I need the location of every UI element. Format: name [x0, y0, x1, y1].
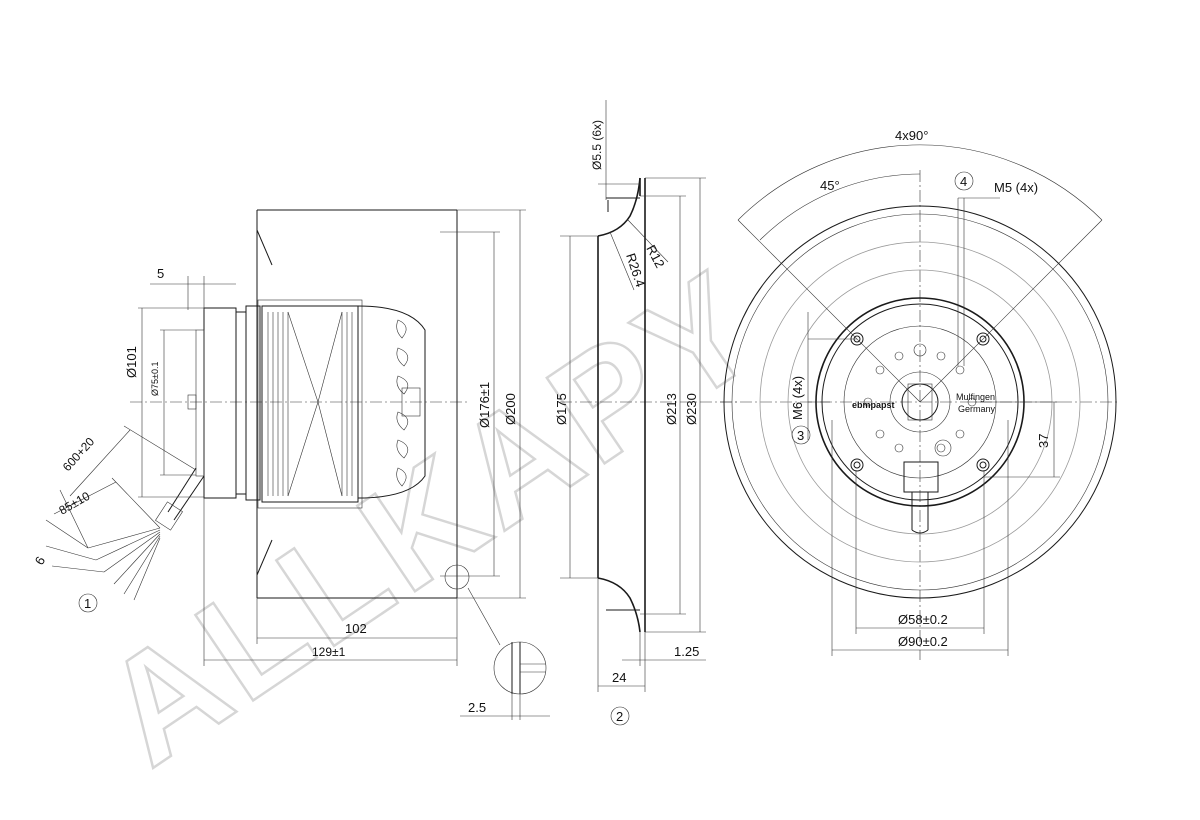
watermark: ALLKAPY	[73, 236, 791, 797]
dim-d90: Ø90±0.2	[898, 634, 948, 649]
label-location: Mulfingen	[956, 392, 995, 402]
dim-d213: Ø213	[664, 393, 679, 425]
label-country: Germany	[958, 404, 996, 414]
dim-cable600: 600+20	[60, 434, 98, 474]
dim-five: 5	[157, 266, 164, 281]
dim-d75: Ø75±0.1	[150, 362, 160, 396]
dim-d176: Ø176±1	[477, 382, 492, 428]
dim-six: 6	[32, 554, 49, 568]
dim-d101: Ø101	[124, 346, 139, 378]
dim-t25: 2.5	[468, 700, 486, 715]
dim-h37: 37	[1036, 434, 1051, 448]
callout-2-label: 2	[616, 709, 623, 724]
side-view: Ø101 Ø75±0.1 5 Ø176±1 Ø200 102 129±1	[32, 209, 550, 720]
dim-len129: 129±1	[312, 645, 346, 659]
dim-strip85: 85±10	[57, 489, 93, 518]
watermark-text: ALLKAPY	[74, 238, 790, 797]
dim-angle4x90: 4x90°	[895, 128, 928, 143]
dim-len102: 102	[345, 621, 367, 636]
dim-angle45: 45°	[820, 178, 840, 193]
callout-4-circle	[954, 171, 974, 191]
dim-m6: M6 (4x)	[790, 376, 805, 420]
dim-m5: M5 (4x)	[994, 180, 1038, 195]
dim-w24: 24	[612, 670, 626, 685]
dim-d175: Ø175	[554, 393, 569, 425]
callout-3-label: 3	[797, 428, 804, 443]
callout-4-label: 4	[960, 174, 967, 189]
dim-t125: 1.25	[674, 644, 699, 659]
front-view: ebmpapst Mulfingen Germany 4x90° 45° M5 …	[720, 128, 1120, 660]
callout-2-circle	[610, 706, 630, 726]
dim-d230: Ø230	[684, 393, 699, 425]
dim-hole: Ø5.5 (6x)	[590, 120, 604, 170]
callout-3-circle	[791, 425, 811, 445]
callout-1-circle	[78, 593, 98, 613]
dim-d200: Ø200	[503, 393, 518, 425]
callout-1-label: 1	[84, 596, 91, 611]
dim-d58: Ø58±0.2	[898, 612, 948, 627]
label-brand: ebmpapst	[852, 400, 895, 410]
